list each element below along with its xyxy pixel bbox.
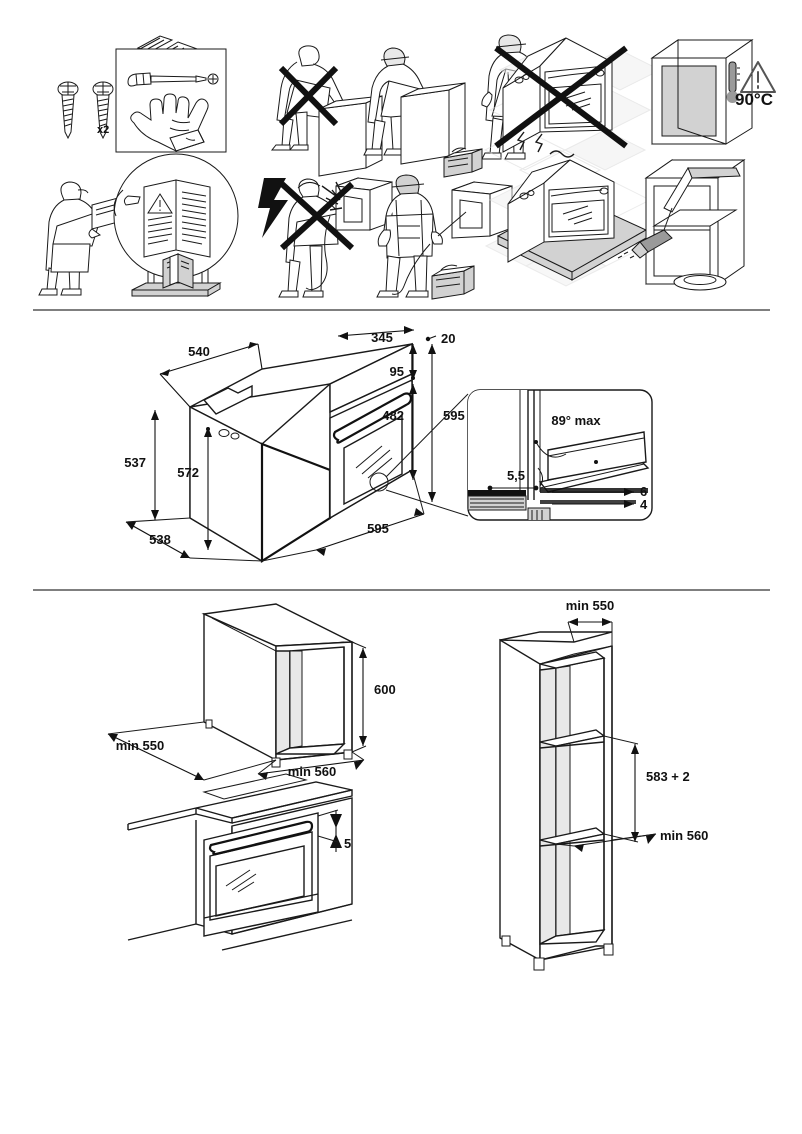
panel-read-manual <box>38 153 239 297</box>
dim-label-column-depth: min 550 <box>566 598 614 613</box>
panel-tools: x2 <box>57 35 227 153</box>
dim-label-top-width: 540 <box>188 344 210 359</box>
section-divider <box>33 309 770 311</box>
dim-label-worktop-gap: 5 <box>344 836 351 851</box>
dim-label-body-height-mid: 572 <box>177 465 199 480</box>
dim-label-control-height: 95 <box>390 364 404 379</box>
dim-label-door-height: 482 <box>382 408 404 423</box>
magnified-warning-page <box>113 153 239 279</box>
untrained-wiring-forbidden <box>278 177 393 298</box>
oven-dimensions-diagram: 540 345 20 95 482 595 537 <box>124 326 653 563</box>
cabinet-diagrams: 600 min 550 min 560 <box>107 598 708 971</box>
single-person-lift-forbidden <box>270 45 383 177</box>
dimension-600: 600 <box>351 641 396 753</box>
warning-triangle-icon <box>740 61 776 93</box>
undercounter-cabinet-diagram: 600 min 550 min 560 <box>107 603 396 781</box>
dimension-538: 538 <box>125 517 263 562</box>
booklet-icon <box>162 253 194 289</box>
cleaning-tool-icon <box>617 166 741 259</box>
panel-clean-cabinet <box>617 159 746 291</box>
detail-label-gap: 5,5 <box>507 468 525 483</box>
screw-icon <box>57 81 79 140</box>
thermometer-icon <box>726 61 740 103</box>
cabinet-carry-allowed <box>650 39 754 145</box>
dimension-column-width: min 560 <box>555 828 708 852</box>
dim-label-body-height-left: 537 <box>124 455 146 470</box>
dim-label-cabinet-height: 600 <box>374 682 396 697</box>
max-temperature-label: 90°C <box>735 90 773 109</box>
screw-quantity-label: x2 <box>97 124 109 136</box>
panel-electrical <box>258 174 513 300</box>
dimension-572: 572 <box>177 427 212 550</box>
dim-label-total-height: 595 <box>443 408 465 423</box>
dim-label-cabinet-width: min 560 <box>288 764 336 779</box>
dimension-95: 95 <box>390 344 417 380</box>
hinge-clearance-detail: 89° max 5,5 6 4 <box>467 389 653 521</box>
dimension-20: 20 <box>425 331 455 346</box>
qualified-technician-allowed <box>376 174 513 300</box>
lightning-bolt-icon <box>258 178 288 238</box>
safety-pictograms: x2 <box>38 34 776 300</box>
detail-label-panel-bottom: 4 <box>640 497 648 512</box>
dimension-min-560: min 560 <box>257 751 365 780</box>
dimension-595-height: 595 <box>428 344 465 502</box>
dim-label-cabinet-depth: min 550 <box>116 738 164 753</box>
detail-callout-leaders <box>385 393 469 517</box>
dimension-540: 540 <box>159 342 263 408</box>
dim-label-front-width: 595 <box>367 521 389 536</box>
screwdriver-icon <box>127 72 219 87</box>
dim-label-front-lip: 20 <box>441 331 455 346</box>
section-divider <box>33 589 770 591</box>
dimension-column-depth: min 550 <box>566 598 614 646</box>
column-cabinet-diagram: min 550 583 + 2 min 560 <box>499 598 708 971</box>
worktop-gap-diagram: 5 <box>127 773 353 951</box>
panel-no-impact <box>483 37 754 191</box>
detail-label-angle: 89° max <box>551 413 601 428</box>
dimension-595-width: 595 <box>261 469 425 562</box>
dimension-gap-5: 5 <box>317 809 351 852</box>
panel-two-person-lift <box>270 34 539 178</box>
oven-dropped-forbidden <box>494 37 628 158</box>
screw-icon <box>92 81 114 140</box>
dimension-column-opening: 583 + 2 <box>603 735 690 843</box>
detail-label-panel-top: 6 <box>640 484 647 499</box>
dim-label-body-depth: 538 <box>149 532 171 547</box>
panel-hot-surface: 90°C <box>726 61 776 109</box>
dimension-min-550: min 550 <box>107 721 277 781</box>
two-person-lift-allowed <box>363 34 539 178</box>
dimension-537: 537 <box>124 410 159 520</box>
dim-label-column-opening-height: 583 + 2 <box>646 769 690 784</box>
dim-label-top-depth: 345 <box>371 330 393 345</box>
protective-glove-icon <box>130 93 209 152</box>
dimension-345: 345 <box>337 326 415 345</box>
dim-label-column-width: min 560 <box>660 828 708 843</box>
panel-protect-floor <box>484 159 652 287</box>
